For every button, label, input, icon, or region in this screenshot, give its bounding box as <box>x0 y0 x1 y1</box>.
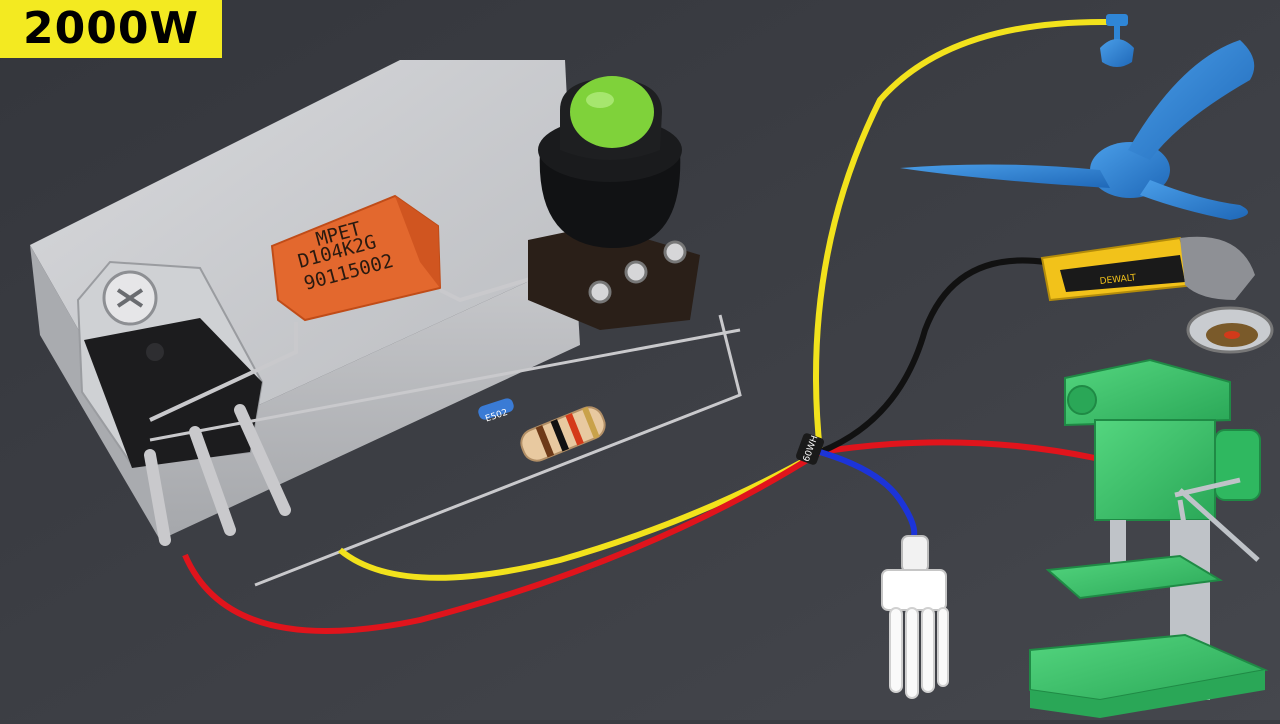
knob-green-cap <box>570 76 654 148</box>
drill-press <box>1029 358 1269 718</box>
pot-terminal-2 <box>624 260 648 284</box>
blue-wire <box>819 449 918 542</box>
grinder-label: DEWALT <box>1099 273 1137 287</box>
yellow-wire <box>338 18 1111 581</box>
power-badge: 2000W <box>0 0 222 58</box>
pot-terminal-3 <box>663 240 687 264</box>
film-capacitor: MPET D104K2G 90115002 <box>149 194 561 422</box>
potentiometer <box>528 76 700 330</box>
gear-icon <box>1067 385 1097 415</box>
red-wire <box>182 439 1096 634</box>
angle-grinder: DEWALT <box>1040 236 1274 354</box>
power-transistor <box>76 260 291 546</box>
resistor <box>254 314 742 587</box>
black-wire <box>818 257 1046 455</box>
cfl-bulb <box>881 535 949 699</box>
pot-terminal-1 <box>588 280 612 304</box>
ceiling-fan <box>900 14 1255 220</box>
wire-junction <box>796 433 824 465</box>
